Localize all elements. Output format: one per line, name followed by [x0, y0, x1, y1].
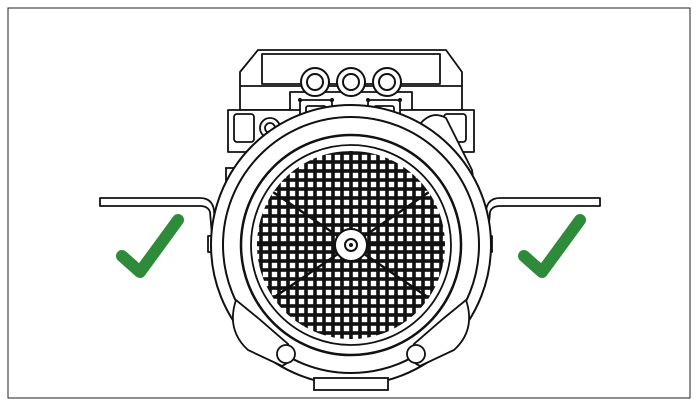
checkmark-icon [116, 214, 184, 278]
figure-border [7, 7, 691, 399]
fan-guard [239, 133, 463, 357]
checkmark-icon [518, 214, 586, 278]
mounting-bracket-right [477, 197, 601, 259]
motor-feet [232, 298, 470, 391]
cable-glands [300, 67, 402, 97]
